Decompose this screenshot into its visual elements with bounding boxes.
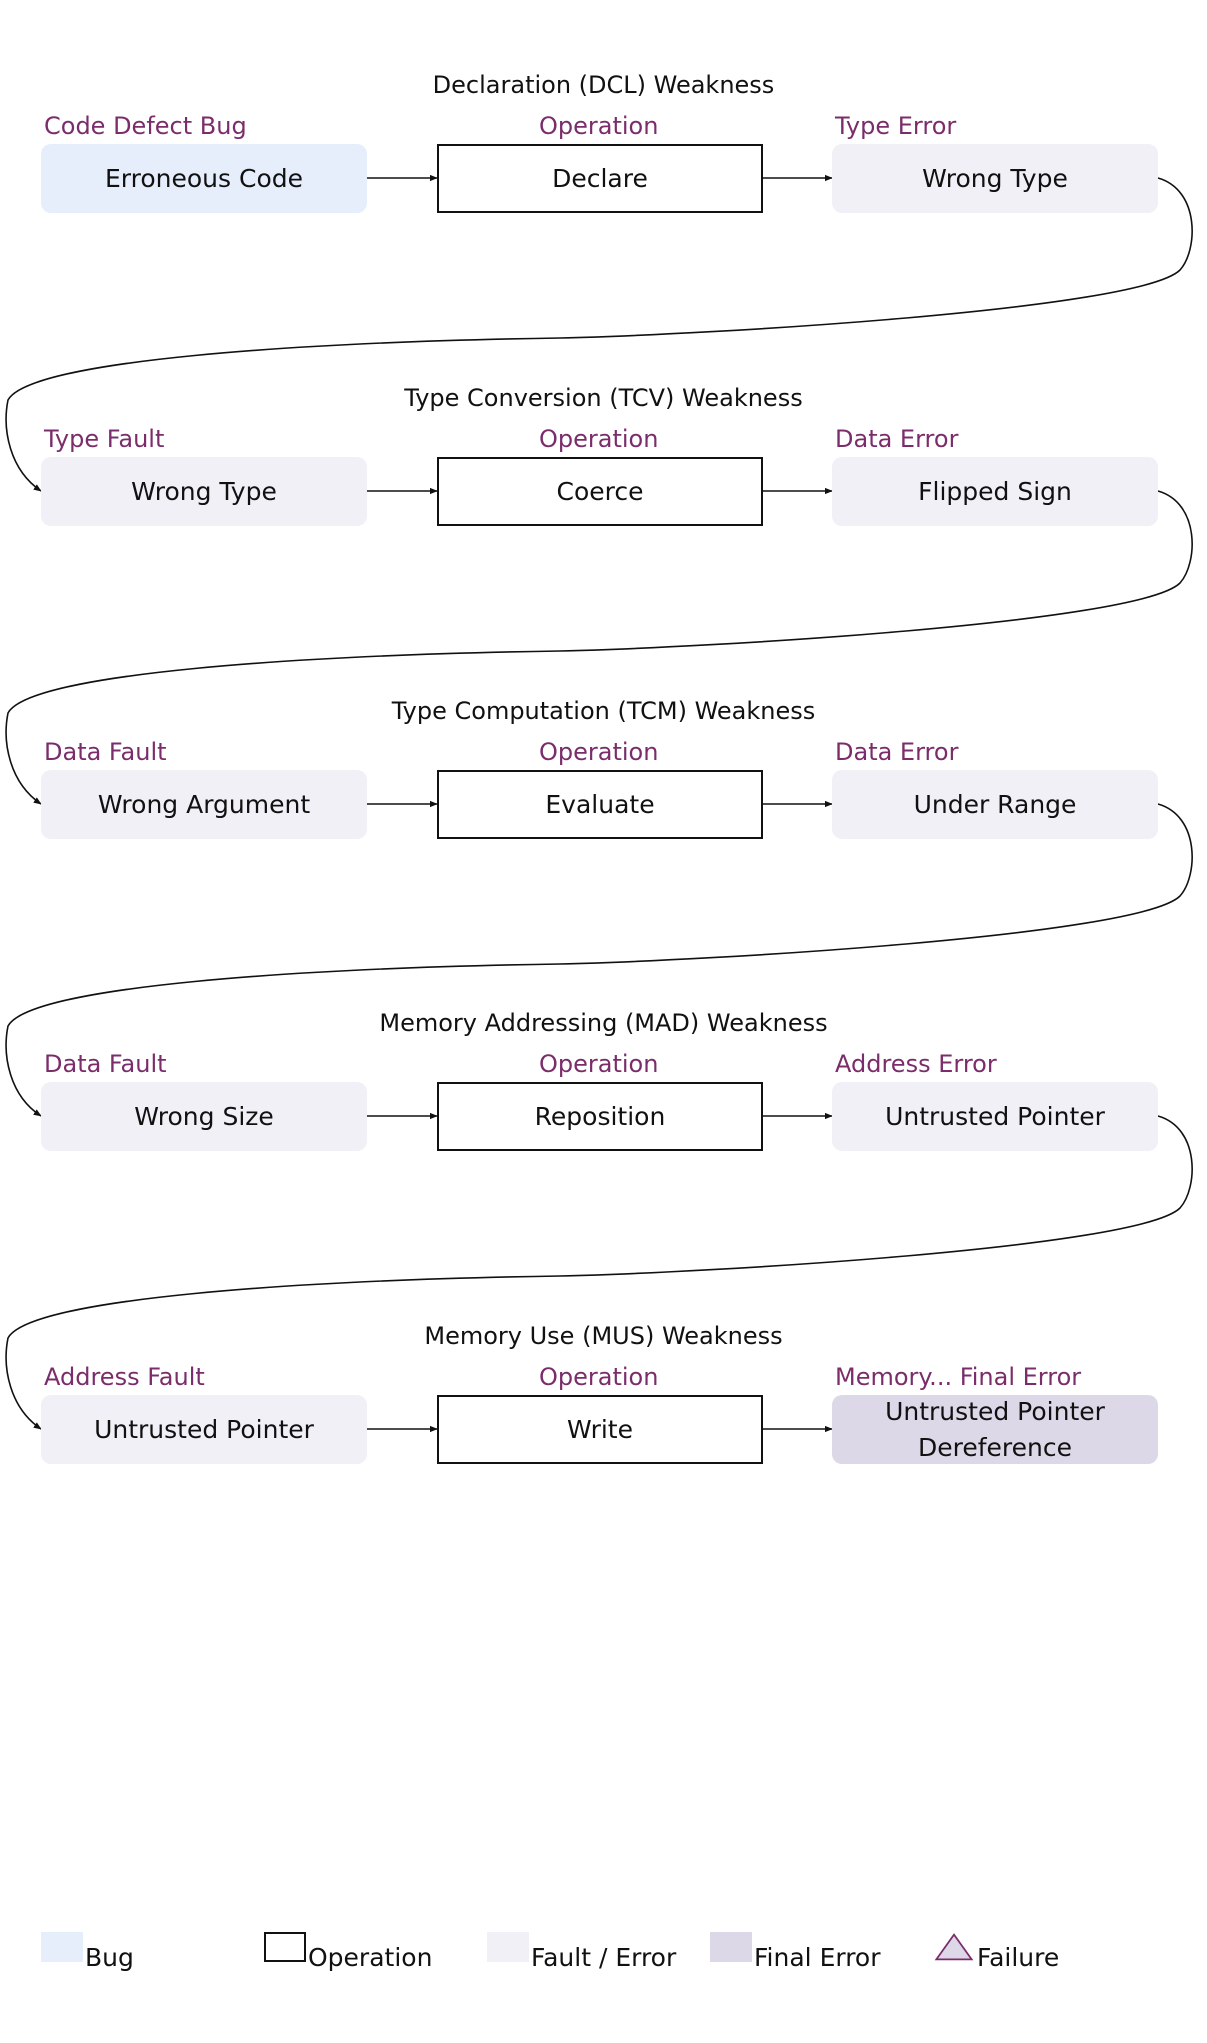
input-caption: Data Fault [44,1050,167,1078]
input-caption: Data Fault [44,738,167,766]
legend-final-error-label: Final Error [754,1943,881,1972]
weakness-title: Declaration (DCL) Weakness [432,71,775,99]
legend-final-error-swatch [710,1932,752,1962]
wrap-arrow-4 [5,1115,1193,1430]
fault-node: Wrong Argument [41,770,367,839]
operation-node: Declare [437,144,763,213]
legend-bug-swatch [41,1932,83,1962]
weakness-title: Memory Addressing (MAD) Weakness [379,1009,828,1037]
input-caption: Type Fault [44,425,165,453]
weakness-title: Type Computation (TCM) Weakness [391,697,816,725]
legend-fault-error-swatch [487,1932,529,1962]
output-caption: Type Error [835,112,957,140]
operation-node: Evaluate [437,770,763,839]
operation-node: Coerce [437,457,763,526]
operation-caption: Operation [539,738,659,766]
final-error-line2: Dereference [917,1432,1072,1462]
final-error-node: Untrusted Pointer Dereference [832,1395,1158,1464]
input-caption: Code Defect Bug [44,112,247,140]
operation-caption: Operation [539,425,659,453]
wrap-arrow-2 [5,490,1193,805]
output-caption: Data Error [835,738,959,766]
bug-node: Erroneous Code [41,144,367,213]
legend-operation-swatch [264,1932,306,1962]
legend: Bug Operation Fault / Error Final Error … [0,1930,1207,1990]
error-node: Under Range [832,770,1158,839]
output-caption: Memory... Final Error [835,1363,1082,1391]
legend-failure-label: Failure [977,1943,1060,1972]
operation-caption: Operation [539,112,659,140]
operation-caption: Operation [539,1050,659,1078]
error-node: Untrusted Pointer [832,1082,1158,1151]
error-node: Wrong Type [832,144,1158,213]
error-node: Flipped Sign [832,457,1158,526]
weakness-title: Memory Use (MUS) Weakness [424,1322,783,1350]
legend-fault-error-label: Fault / Error [531,1943,677,1972]
output-caption: Data Error [835,425,959,453]
input-caption: Address Fault [44,1363,205,1391]
operation-caption: Operation [539,1363,659,1391]
wrap-arrow-3 [5,803,1193,1117]
fault-node: Untrusted Pointer [41,1395,367,1464]
output-caption: Address Error [835,1050,997,1078]
final-error-line1: Untrusted Pointer [885,1396,1105,1426]
legend-operation-label: Operation [308,1943,433,1972]
failure-triangle-icon [934,1933,974,1961]
wrap-arrow-1 [5,177,1193,492]
fault-node: Wrong Type [41,457,367,526]
operation-node: Reposition [437,1082,763,1151]
fault-node: Wrong Size [41,1082,367,1151]
weakness-title: Type Conversion (TCV) Weakness [404,384,803,412]
legend-bug-label: Bug [85,1943,134,1972]
operation-node: Write [437,1395,763,1464]
